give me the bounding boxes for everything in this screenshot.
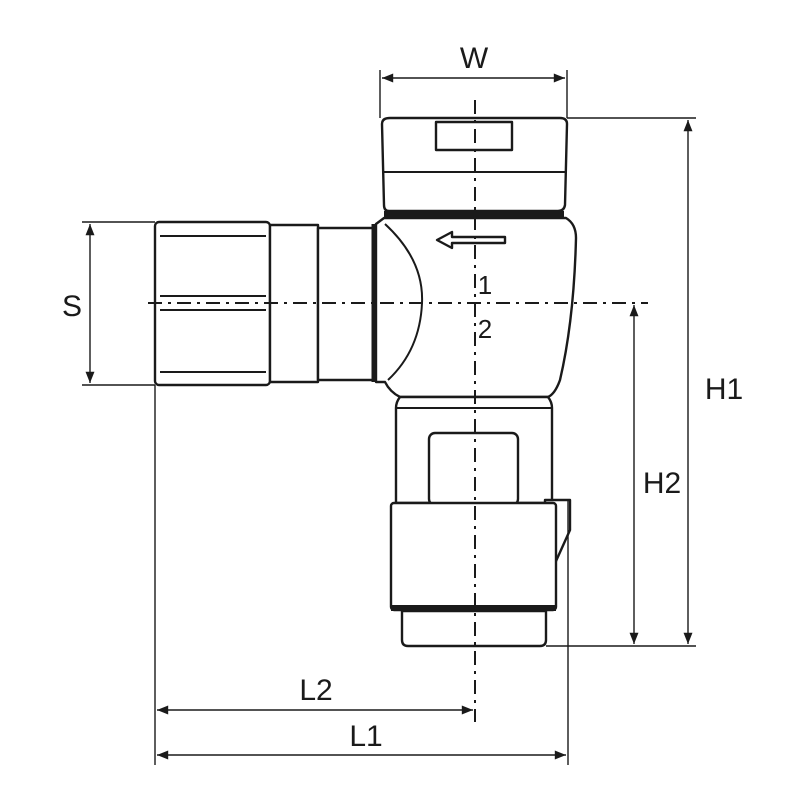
extension-lines [82, 70, 696, 765]
lower-section [389, 395, 572, 648]
label-w: W [460, 42, 489, 75]
label-l1: L1 [349, 720, 382, 753]
flow-arrow-icon [435, 230, 507, 250]
port-label-2: 2 [478, 314, 492, 344]
label-s: S [62, 290, 82, 323]
label-l2: L2 [299, 674, 332, 707]
label-h1: H1 [705, 373, 743, 406]
label-h2: H2 [643, 467, 681, 500]
port-label-1: 1 [478, 270, 492, 300]
